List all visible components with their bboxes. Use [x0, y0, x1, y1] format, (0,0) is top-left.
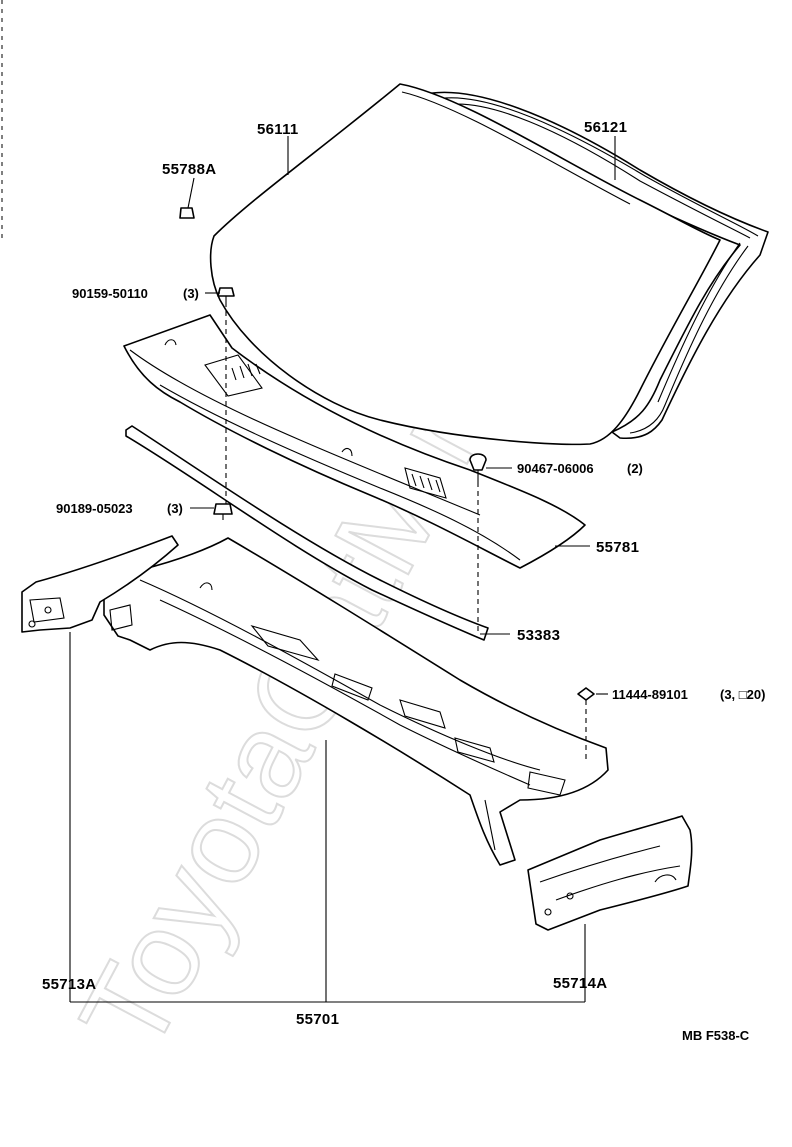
- screw-b-icon: [213, 503, 233, 520]
- nut-icon: [577, 687, 595, 701]
- cowl-panel-drawing: [103, 537, 609, 866]
- label-90189-qty: (3): [167, 501, 183, 516]
- label-53383: 53383: [517, 627, 560, 644]
- clip-leader: [187, 177, 195, 209]
- cowl-louver-drawing: [123, 314, 586, 569]
- label-11444-qty: (3, □20): [720, 687, 765, 702]
- label-90189: 90189-05023: [56, 501, 133, 516]
- label-55713a: 55713A: [42, 976, 96, 993]
- label-90467: 90467-06006: [517, 461, 594, 476]
- label-56121: 56121: [584, 119, 627, 136]
- bracket-left-drawing: [21, 535, 179, 633]
- bracket-right-drawing: [527, 815, 693, 931]
- label-55714a: 55714A: [553, 975, 607, 992]
- label-55788a: 55788A: [162, 161, 216, 178]
- label-90159-qty: (3): [183, 286, 199, 301]
- diagram-code: MB F538-C: [682, 1028, 750, 1043]
- seal-drawing: [125, 425, 489, 641]
- clip-55788a-icon: [179, 207, 195, 219]
- label-55781: 55781: [596, 539, 639, 556]
- fastener-icon: [469, 453, 487, 482]
- label-90159: 90159-50110: [72, 286, 148, 301]
- label-11444: 11444-89101: [612, 687, 688, 702]
- windshield-glass-drawing: [209, 83, 721, 446]
- label-56111: 56111: [257, 121, 299, 138]
- label-55701: 55701: [296, 1011, 339, 1028]
- label-90467-qty: (2): [627, 461, 643, 476]
